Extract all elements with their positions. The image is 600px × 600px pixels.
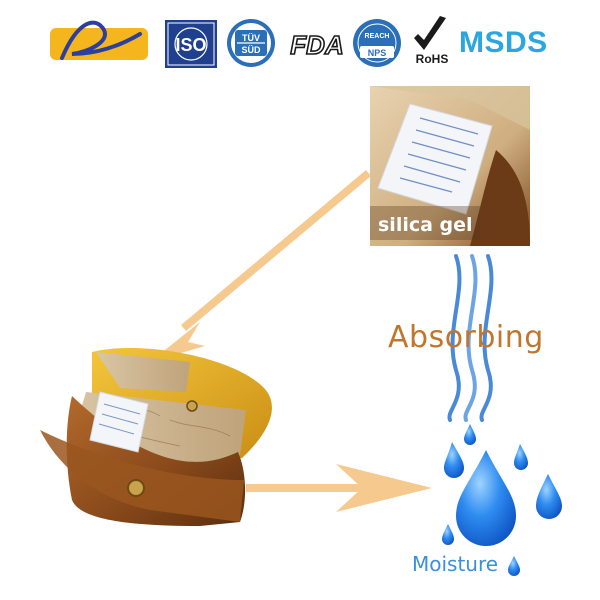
brand-logo-icon bbox=[50, 20, 148, 60]
fda-label: FDA bbox=[290, 30, 343, 60]
water-drop-icon bbox=[514, 444, 528, 470]
absorbing-label: Absorbing bbox=[388, 320, 544, 355]
reach-badge-icon bbox=[353, 19, 401, 67]
water-drop-icon bbox=[444, 442, 464, 478]
moisture-label: Moisture bbox=[412, 552, 499, 576]
rohs-label: RoHS bbox=[416, 52, 449, 66]
rohs-check-icon bbox=[414, 16, 446, 50]
reach-label-bottom: NPS bbox=[368, 48, 387, 58]
silica-packet-icon bbox=[377, 103, 493, 215]
water-drop-icon bbox=[464, 424, 476, 445]
tuv-label-top: TÜV bbox=[242, 33, 260, 43]
vapor-waves-icon bbox=[447, 254, 494, 422]
silica-packet-icon bbox=[89, 391, 149, 453]
water-drop-icon bbox=[456, 450, 516, 546]
silica-gel-caption: silica gel bbox=[378, 214, 473, 236]
tuv-label-bottom: SÜD bbox=[241, 45, 261, 55]
water-drop-icon bbox=[508, 556, 520, 576]
water-drop-icon bbox=[536, 474, 562, 519]
tuv-badge-icon bbox=[227, 19, 275, 67]
arrow-icon bbox=[150, 170, 371, 362]
iso-label: ISO bbox=[175, 35, 206, 55]
water-drop-icon bbox=[442, 524, 454, 545]
iso-badge-icon bbox=[165, 20, 217, 68]
fda-badge-icon bbox=[285, 30, 349, 58]
water-drops bbox=[442, 424, 562, 576]
arrow-icon bbox=[246, 464, 432, 512]
silica-gel-photo bbox=[370, 86, 530, 246]
wallet-icon bbox=[40, 347, 272, 526]
reach-label-top: REACH bbox=[365, 33, 390, 40]
msds-label: MSDS bbox=[459, 26, 548, 59]
